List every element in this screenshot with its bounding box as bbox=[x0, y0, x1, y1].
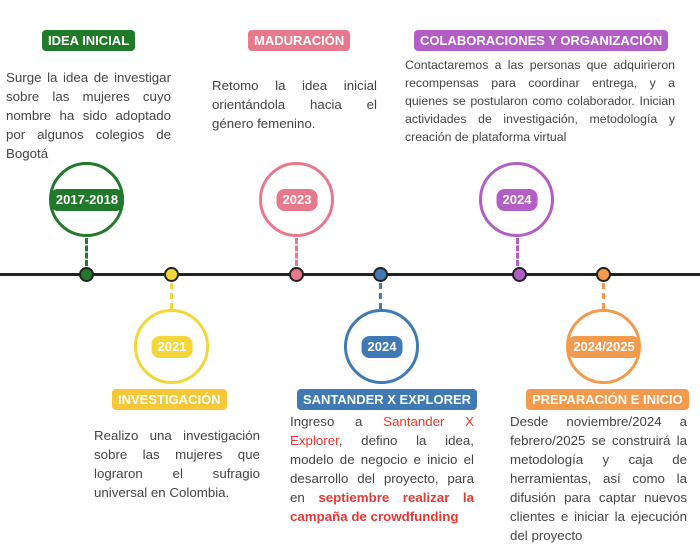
milestone-description: Contactaremos a las personas que adquiri… bbox=[405, 58, 675, 144]
milestone-description: Retomo la idea inicial orientándola haci… bbox=[212, 78, 377, 131]
milestone-title: SANTANDER X EXPLORER bbox=[297, 389, 478, 410]
connector bbox=[170, 283, 173, 309]
timeline-axis bbox=[0, 273, 700, 276]
connector bbox=[379, 283, 382, 309]
milestone-title: INVESTIGACIÓN bbox=[112, 389, 227, 410]
timeline-dot bbox=[289, 267, 304, 282]
connector bbox=[295, 238, 298, 266]
timeline-dot bbox=[373, 267, 388, 282]
connector bbox=[602, 283, 605, 309]
milestone-title: MADURACIÓN bbox=[248, 30, 351, 51]
timeline-dot bbox=[512, 267, 527, 282]
timeline-dot bbox=[79, 267, 94, 282]
milestone-title: COLABORACIONES Y ORGANIZACIÓN bbox=[414, 30, 669, 51]
milestone-description: Ingreso a Santander X Explorer, defino l… bbox=[290, 414, 474, 524]
year-badge: 2024/2025 bbox=[567, 336, 641, 358]
year-ring bbox=[344, 309, 419, 384]
year-ring bbox=[479, 162, 554, 237]
year-badge: 2017-2018 bbox=[49, 189, 125, 211]
year-badge: 2024 bbox=[496, 189, 538, 211]
connector bbox=[516, 238, 519, 266]
connector bbox=[85, 238, 88, 266]
year-badge: 2021 bbox=[151, 336, 193, 358]
milestone-description: Realizo una investigación sobre las muje… bbox=[94, 428, 260, 500]
timeline-dot bbox=[164, 267, 179, 282]
timeline-dot bbox=[596, 267, 611, 282]
milestone-description: Surge la idea de investigar sobre las mu… bbox=[6, 70, 171, 161]
milestone-title: PREPARACIÓN E INICIO bbox=[526, 389, 689, 410]
milestone-description: Desde noviembre/2024 a febrero/2025 se c… bbox=[510, 414, 687, 543]
year-badge: 2024 bbox=[361, 336, 403, 358]
year-badge: 2023 bbox=[276, 189, 318, 211]
milestone-title: IDEA INICIAL bbox=[42, 30, 136, 51]
